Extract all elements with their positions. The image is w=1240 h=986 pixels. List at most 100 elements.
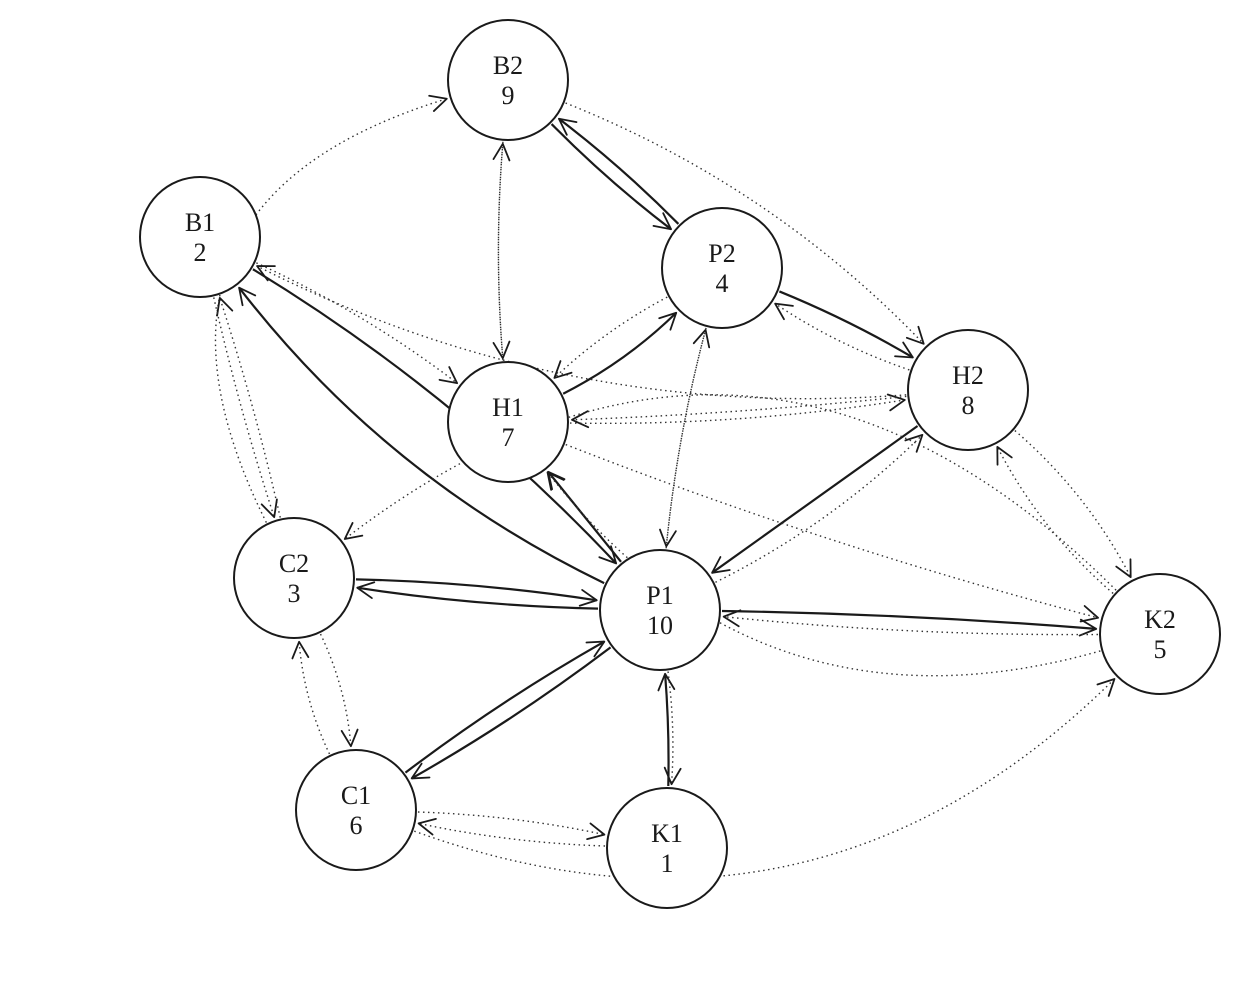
- node-p1-circle: [599, 549, 721, 671]
- node-h2-circle: [907, 329, 1029, 451]
- node-k2-value: 5: [1154, 635, 1167, 664]
- edge-H1-to-P2: [562, 311, 678, 395]
- arrowhead-P1-to-C1: [410, 762, 431, 780]
- edge-H2-to-H1: [571, 395, 907, 421]
- arrowhead-H2-to-K2: [1115, 558, 1132, 579]
- edge-C2-to-C1: [319, 633, 352, 747]
- arrowhead-H1-to-P2: [658, 311, 678, 331]
- node-p2: P24: [661, 207, 783, 329]
- edge-P1-to-K2: [721, 609, 1097, 630]
- node-p1-label: P1: [646, 581, 673, 610]
- node-k1-value: 1: [661, 849, 674, 878]
- node-p2-circle: [661, 207, 783, 329]
- arrowhead-H2-to-H1: [571, 410, 590, 429]
- arrowhead-H1-to-H2: [886, 393, 906, 412]
- node-b1: B12: [139, 176, 261, 298]
- edge-H2-to-P1: [711, 425, 919, 574]
- arrowhead-K2-to-C2: [343, 522, 364, 540]
- node-b2: B29: [447, 19, 569, 141]
- arrowhead-P2-to-B2: [558, 117, 578, 136]
- edge-C1-to-K1: [417, 811, 605, 836]
- node-k1-circle: [606, 787, 728, 909]
- arrowhead-C2-to-B2: [428, 94, 448, 112]
- node-c2-value: 3: [288, 579, 301, 608]
- arrowhead-C1-to-P1: [585, 640, 606, 658]
- edge-P1-to-C1: [411, 646, 612, 780]
- node-p2-label: P2: [708, 239, 735, 268]
- node-h1-value: 7: [502, 423, 515, 452]
- arrowhead-H1-to-K2: [1079, 605, 1099, 623]
- arrowhead-P1-to-P2: [692, 328, 711, 349]
- arrowhead-P1-to-B1: [238, 286, 257, 307]
- edge-B1-to-H1: [256, 262, 458, 384]
- node-p1-value: 10: [647, 611, 673, 640]
- edge-C2-to-B1: [219, 297, 281, 518]
- arrowhead-B2-to-H1: [492, 340, 511, 360]
- edge-K2-to-H1: [546, 471, 1101, 677]
- edge-P1-to-K1: [667, 671, 674, 785]
- edge-K2-to-H2: [996, 446, 1114, 594]
- arrowhead-B2-to-P2: [652, 212, 672, 231]
- node-b2-label: B2: [493, 51, 523, 80]
- edge-P2-to-P1: [665, 327, 707, 547]
- edge-B1-to-P1: [252, 268, 617, 565]
- node-c1-circle: [295, 749, 417, 871]
- edge-B2-to-P2: [550, 123, 672, 231]
- arrowhead-C2-to-P1: [578, 589, 598, 607]
- edge-K1-to-C1: [418, 822, 606, 847]
- arrowhead-P2-to-P1: [659, 528, 677, 548]
- edge-P2-to-H1: [553, 296, 668, 379]
- arrowhead-K2-to-P1: [722, 609, 742, 628]
- node-k1: K11: [606, 787, 728, 909]
- node-h1-label: H1: [492, 393, 524, 422]
- edge-P1-to-C2: [357, 586, 599, 610]
- arrowhead-K1-to-C1: [417, 818, 437, 836]
- node-c2: C23: [233, 517, 355, 639]
- edge-C1-to-C2: [298, 641, 331, 755]
- arrowhead-P1-to-K1: [663, 766, 682, 786]
- arrowhead-C1-to-K1: [586, 822, 606, 840]
- edge-H1-to-H2: [569, 399, 905, 425]
- arrowhead-H2-to-P2: [774, 302, 794, 321]
- edge-P1-to-B1: [238, 286, 605, 585]
- arrowhead-P2-to-H1: [553, 360, 573, 379]
- node-k1-label: K1: [651, 819, 683, 848]
- node-k2: K25: [1099, 573, 1221, 695]
- edge-B2-to-H1: [497, 141, 504, 359]
- edge-P1-to-H1: [547, 471, 622, 563]
- node-k2-circle: [1099, 573, 1221, 695]
- edge-H1-to-B2: [497, 143, 504, 361]
- node-b1-circle: [139, 176, 261, 298]
- arrowhead-B1-to-C2: [260, 498, 278, 519]
- arrowhead-H2-to-P1: [711, 556, 731, 574]
- node-c1-label: C1: [341, 781, 371, 810]
- node-h1-circle: [447, 361, 569, 483]
- edge-K1-to-P1: [664, 673, 670, 787]
- edge-P2-to-H2: [778, 290, 914, 359]
- node-h2-value: 8: [962, 391, 975, 420]
- arrowhead-B2-to-H2: [905, 325, 925, 345]
- node-h2-label: H2: [952, 361, 984, 390]
- edge-P2-to-B2: [558, 117, 680, 225]
- edge-H1-to-K2: [565, 443, 1099, 619]
- arrowhead-P1-to-K2: [1078, 618, 1098, 637]
- edge-P1-to-P2: [665, 329, 707, 549]
- node-b2-value: 9: [502, 81, 515, 110]
- edges-layer: [213, 94, 1132, 880]
- edge-C1-to-K2: [414, 678, 1115, 880]
- node-c2-label: C2: [279, 549, 309, 578]
- node-b1-label: B1: [185, 208, 215, 237]
- edge-K2-to-C2: [344, 394, 1117, 591]
- edge-C2-to-P1: [355, 578, 597, 602]
- arrowhead-C1-to-C2: [291, 640, 310, 660]
- arrowhead-P2-to-H2: [894, 341, 914, 359]
- arrowhead-B1-to-H1: [438, 366, 459, 385]
- arrowhead-C2-to-B1: [216, 296, 234, 317]
- edge-H2-to-K2: [1014, 430, 1132, 578]
- arrowhead-H2-to-B1: [256, 265, 276, 282]
- node-b2-circle: [447, 19, 569, 141]
- node-p2-value: 4: [716, 269, 729, 298]
- arrowhead-P1-to-H2: [904, 433, 924, 453]
- node-c2-circle: [233, 517, 355, 639]
